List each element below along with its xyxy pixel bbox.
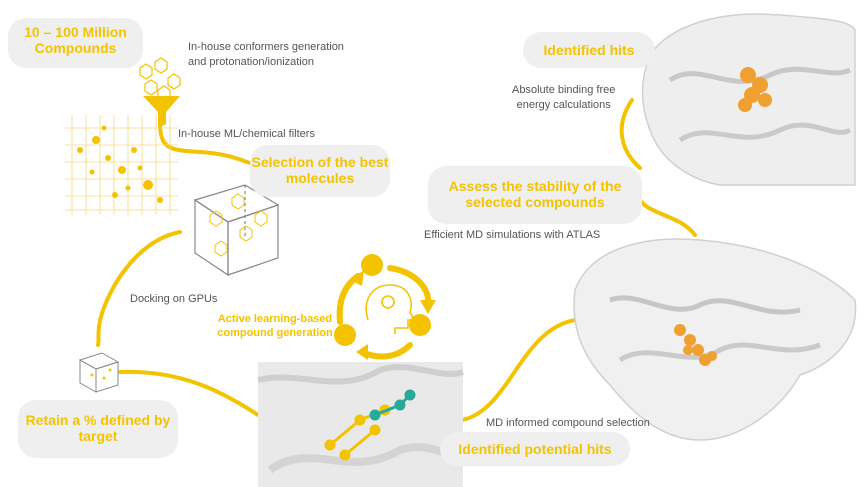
protein-md-image bbox=[573, 238, 857, 441]
stage-identified-hits-label: Identified hits bbox=[543, 42, 635, 58]
stage-selection-label: Selection of the best molecules bbox=[251, 154, 389, 187]
stage-retain-label: Retain a % defined by target bbox=[25, 412, 171, 445]
connector-hits-to-protein bbox=[460, 318, 577, 422]
note-active-learning-line2: compound generation bbox=[217, 326, 333, 339]
cycle-arrow-bottom bbox=[359, 342, 413, 360]
note-filters-text: In-house ML/chemical filters bbox=[178, 128, 315, 140]
cycle-arrow-right bbox=[387, 265, 432, 308]
stage-compounds-label: 10 – 100 Million Compounds bbox=[24, 24, 127, 57]
docking-cube-icon bbox=[193, 184, 280, 277]
stage-compounds-pill: 10 – 100 Million Compounds bbox=[8, 18, 143, 68]
note-abfe-line1: Absolute binding free bbox=[512, 84, 616, 96]
stage-selection-pill: Selection of the best molecules bbox=[250, 145, 390, 197]
connector-protein-to-assess bbox=[638, 198, 697, 237]
stage-retain-pill: Retain a % defined by target bbox=[18, 400, 178, 458]
funnel-icon bbox=[143, 96, 180, 128]
note-active-learning: Active learning-based compound generatio… bbox=[210, 313, 340, 341]
molecules-icon bbox=[139, 57, 181, 102]
note-md-selection: MD informed compound selection bbox=[486, 416, 650, 431]
protein-hits-image bbox=[641, 13, 856, 186]
connector-funnel-to-selection bbox=[158, 120, 252, 165]
note-abfe: Absolute binding free energy calculation… bbox=[512, 83, 615, 113]
stage-potential-hits-pill: Identified potential hits bbox=[440, 432, 630, 466]
stage-assess-label: Assess the stability of the selected com… bbox=[448, 178, 622, 211]
stage-assess-pill: Assess the stability of the selected com… bbox=[428, 166, 642, 224]
note-abfe-line2: energy calculations bbox=[516, 98, 611, 111]
note-filters: In-house ML/chemical filters bbox=[178, 127, 315, 142]
note-docking: Docking on GPUs bbox=[130, 292, 217, 307]
note-conformers-line1: In-house conformers generation bbox=[188, 41, 344, 53]
connector-cube-to-small-cube bbox=[96, 230, 182, 347]
docking-pose-image bbox=[257, 362, 465, 487]
stage-potential-hits-label: Identified potential hits bbox=[458, 441, 612, 457]
connector-assess-to-top-protein bbox=[619, 98, 642, 170]
filter-grid-icon bbox=[65, 115, 178, 215]
cycle-arrow-left bbox=[336, 273, 361, 325]
connector-small-cube-to-hits bbox=[118, 369, 260, 417]
note-docking-text: Docking on GPUs bbox=[130, 293, 218, 305]
small-cube-icon bbox=[78, 352, 120, 393]
note-conformers: In-house conformers generation and proto… bbox=[188, 40, 344, 70]
note-conformers-line2: and protonation/ionization bbox=[188, 55, 314, 68]
brain-head-icon bbox=[365, 284, 416, 334]
note-active-learning-line1: Active learning-based bbox=[217, 313, 333, 325]
note-md-simulations-text: Efficient MD simulations with ATLAS bbox=[424, 229, 601, 241]
note-md-simulations: Efficient MD simulations with ATLAS bbox=[424, 228, 600, 243]
stage-identified-hits-pill: Identified hits bbox=[523, 32, 655, 68]
note-md-selection-text: MD informed compound selection bbox=[486, 417, 650, 429]
